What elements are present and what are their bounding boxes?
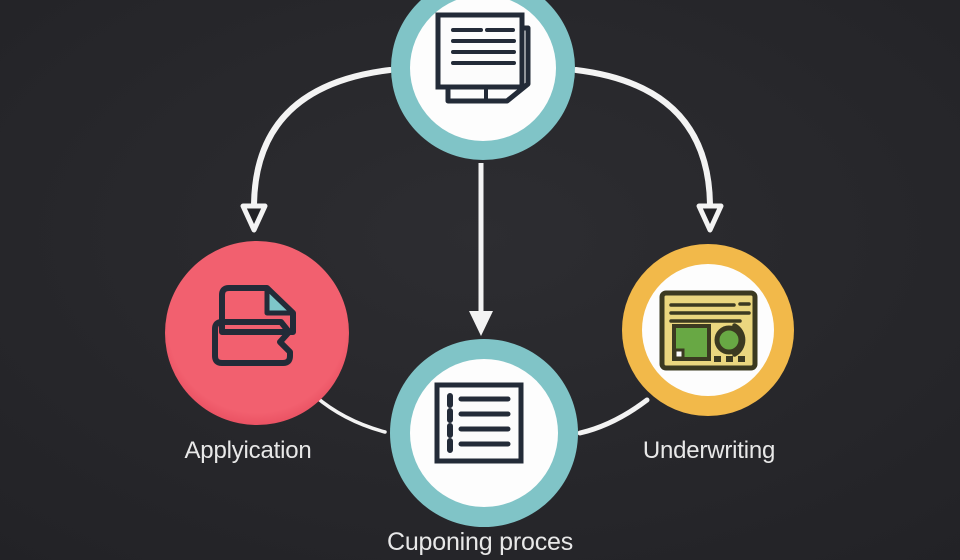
arrow-top-to-underwriting — [573, 67, 724, 233]
node-application: Applyication — [165, 241, 349, 464]
money-report-icon — [659, 290, 758, 371]
node-documents — [391, 0, 575, 160]
node-couponing: Cuponing proces — [387, 339, 578, 556]
checklist-icon — [434, 382, 524, 464]
document-stack-icon — [435, 12, 531, 104]
arrowhead-icon — [240, 203, 268, 233]
label-application: Applyication — [184, 437, 311, 464]
coin-shape — [714, 325, 744, 355]
arrow-top-to-couponing — [469, 163, 493, 336]
label-couponing: Cuponing proces — [387, 528, 573, 556]
folded-corner — [264, 285, 296, 316]
arrowhead-icon — [469, 311, 493, 336]
connector-application-to-couponing — [313, 394, 387, 434]
torn-papers-icon — [212, 285, 296, 366]
label-underwriting: Underwriting — [643, 437, 775, 464]
connector-couponing-to-underwriting — [577, 397, 650, 436]
arrowhead-icon — [696, 203, 724, 233]
node-underwriting: Underwriting — [622, 244, 794, 464]
arrow-top-to-application — [240, 67, 393, 233]
